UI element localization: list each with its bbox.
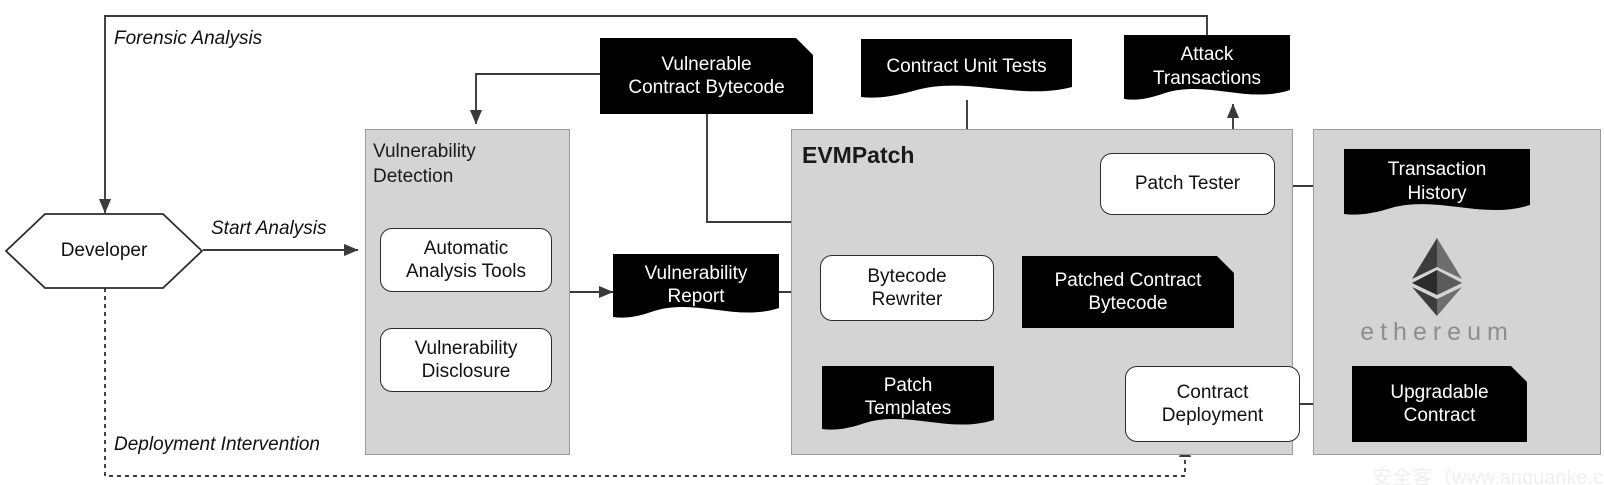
node-contract-deployment[interactable]: Contract Deployment (1125, 366, 1300, 442)
artifact-patched-contract-bytecode-label: Patched Contract Bytecode (1054, 269, 1202, 314)
artifact-patch-templates-label: Patch Templates (864, 374, 952, 419)
artifact-vulnerable-contract-bytecode-label: Vulnerable Contract Bytecode (628, 53, 785, 98)
node-patch-tester[interactable]: Patch Tester (1100, 153, 1275, 215)
artifact-transaction-history[interactable]: Transaction History (1344, 149, 1530, 220)
artifact-upgradable-contract-label: Upgradable Contract (1390, 381, 1489, 426)
cut-corner-shape (1352, 366, 1527, 442)
artifact-patched-contract-bytecode[interactable]: Patched Contract Bytecode (1022, 256, 1234, 328)
document-shape (1124, 35, 1290, 100)
cut-corner-shape (1022, 256, 1234, 328)
edge-label-deployment-intervention: Deployment Intervention (114, 434, 320, 455)
panel-vulnerability-detection (365, 129, 570, 455)
node-bytecode-rewriter[interactable]: Bytecode Rewriter (820, 255, 994, 321)
artifact-contract-unit-tests[interactable]: Contract Unit Tests (861, 39, 1072, 101)
artifact-patch-templates[interactable]: Patch Templates (822, 366, 994, 434)
artifact-attack-transactions-label: Attack Transactions (1152, 44, 1262, 89)
node-automatic-analysis-tools[interactable]: Automatic Analysis Tools (380, 228, 552, 292)
document-shape (613, 254, 779, 318)
actor-developer-label: Developer (60, 240, 148, 261)
ethereum-logo: ethereum (1360, 238, 1514, 347)
hexagon-shape (5, 213, 203, 289)
actor-developer[interactable]: Developer (5, 213, 203, 289)
artifact-attack-transactions[interactable]: Attack Transactions (1124, 35, 1290, 104)
document-shape (1344, 149, 1530, 215)
artifact-upgradable-contract[interactable]: Upgradable Contract (1352, 366, 1527, 442)
cut-corner-shape (600, 38, 813, 114)
watermark-text: 安全客（www.anquanke.com） (1372, 467, 1604, 485)
ethereum-wordmark: ethereum (1360, 318, 1514, 346)
artifact-contract-unit-tests-label: Contract Unit Tests (886, 56, 1047, 78)
panel-vulnerability-detection-title: Vulnerability Detection (373, 141, 476, 187)
panel-evmpatch-title: EVMPatch (802, 142, 915, 168)
artifact-vulnerable-contract-bytecode[interactable]: Vulnerable Contract Bytecode (600, 38, 813, 114)
artifact-transaction-history-label: Transaction History (1387, 159, 1487, 204)
artifact-vulnerability-report-label: Vulnerability Report (644, 262, 748, 307)
artifact-vulnerability-report[interactable]: Vulnerability Report (613, 254, 779, 322)
node-vulnerability-disclosure[interactable]: Vulnerability Disclosure (380, 328, 552, 392)
document-shape (822, 366, 994, 430)
ethereum-diamond-icon (1412, 238, 1462, 316)
edge-label-forensic-analysis: Forensic Analysis (114, 28, 263, 49)
edge-label-start-analysis: Start Analysis (211, 218, 327, 239)
document-shape (861, 39, 1072, 98)
